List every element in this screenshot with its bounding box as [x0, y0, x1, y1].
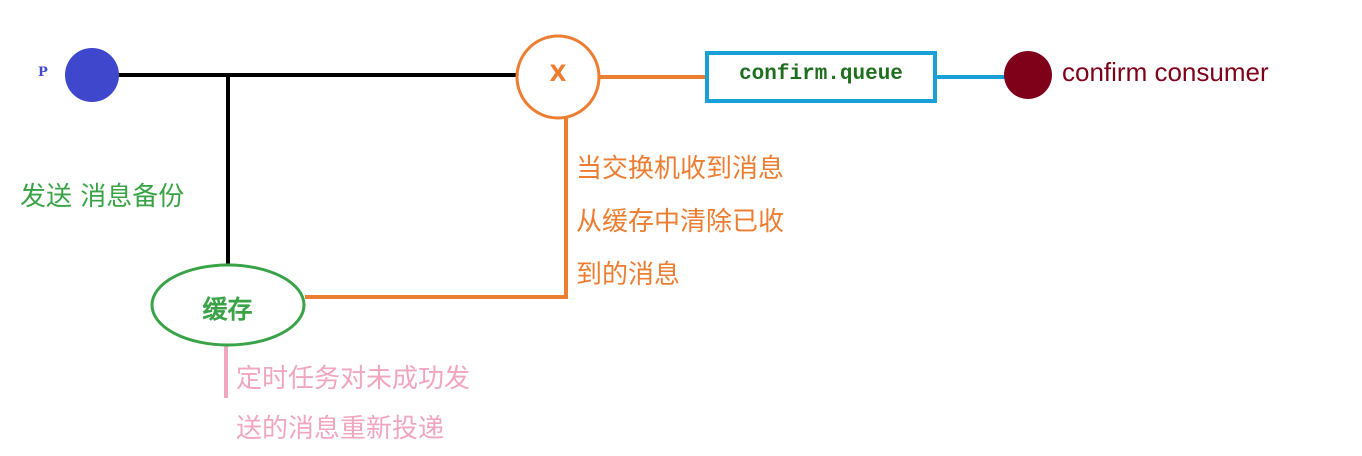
- exchange-note-line: 从缓存中清除已收: [576, 207, 785, 237]
- exchange-node: [515, 34, 601, 120]
- timer-task-note-line: 送的消息重新投递: [236, 414, 445, 444]
- queue-node: [705, 51, 937, 103]
- consumer-label: confirm consumer: [1062, 57, 1269, 87]
- exchange-note: 当交换机收到消息 从缓存中清除已收 到的消息: [576, 143, 784, 302]
- producer-label: P: [38, 65, 48, 80]
- exchange-note-line: 到的消息: [576, 260, 681, 290]
- queue-label: confirm.queue: [739, 63, 903, 86]
- send-backup-label: 发送 消息备份: [20, 182, 185, 212]
- timer-task-note-line: 定时任务对未成功发: [236, 364, 471, 394]
- cache-node: [150, 263, 306, 347]
- exchange-note-line: 当交换机收到消息: [576, 154, 785, 184]
- exchange-cache-connector: [305, 113, 568, 299]
- consumer-node: [1004, 51, 1052, 99]
- producer-node: [65, 48, 119, 102]
- exchange-label: X: [549, 62, 567, 87]
- timer-task-note: 定时任务对未成功发 送的消息重新投递: [236, 354, 470, 454]
- cache-label: 缓存: [202, 295, 253, 324]
